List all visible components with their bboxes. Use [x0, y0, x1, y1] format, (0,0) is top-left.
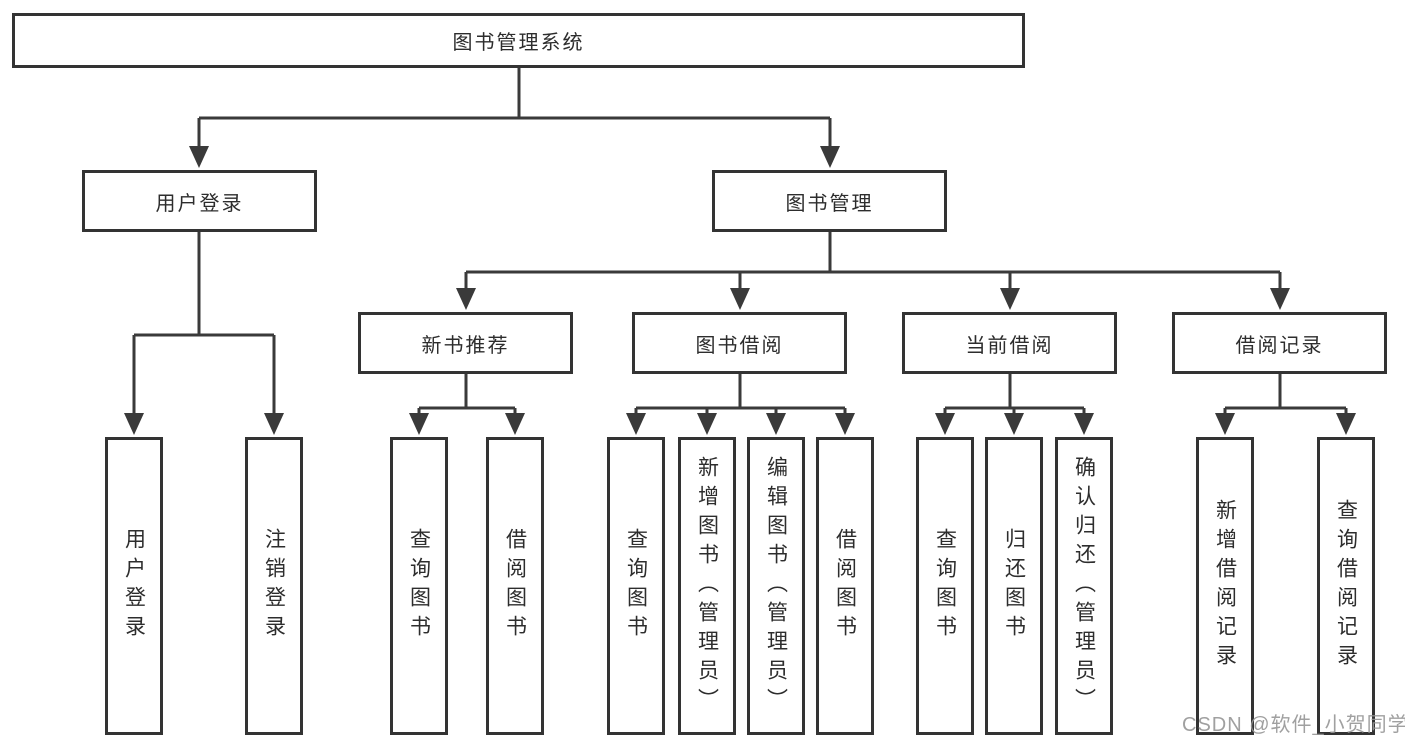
node-book-borrow-label: 图书借阅 — [695, 334, 784, 357]
node-current-borrow: 当前借阅 — [902, 312, 1117, 374]
leaf-nbr-borrow-books: 借阅图书 — [486, 437, 544, 735]
leaf-bb-add-books-label: 新增图书（管理员） — [695, 455, 719, 717]
leaf-cb-confirm-return: 确认归还（管理员） — [1055, 437, 1113, 735]
node-current-borrow-label: 当前借阅 — [965, 334, 1054, 357]
leaf-br-add-record: 新增借阅记录 — [1196, 437, 1254, 735]
csdn-watermark: CSDN @软件_小贺同学 — [1182, 714, 1405, 736]
node-new-book-rec-label: 新书推荐 — [421, 334, 510, 357]
leaf-user-login-label: 用户登录 — [122, 528, 146, 644]
leaf-cb-query-books-label: 查询图书 — [933, 528, 957, 644]
node-book-mgmt: 图书管理 — [712, 170, 947, 232]
leaf-nbr-query-books: 查询图书 — [390, 437, 448, 735]
connector-user-login-to-leaves — [124, 232, 284, 435]
node-user-login-label: 用户登录 — [155, 192, 244, 215]
leaf-logout: 注销登录 — [245, 437, 303, 735]
node-borrow-records: 借阅记录 — [1172, 312, 1387, 374]
connector-borrow-records-to-leaves — [1215, 374, 1356, 435]
leaf-br-query-record-label: 查询借阅记录 — [1334, 499, 1358, 673]
leaf-br-add-record-label: 新增借阅记录 — [1213, 499, 1237, 673]
node-book-mgmt-label: 图书管理 — [785, 192, 874, 215]
leaf-br-query-record: 查询借阅记录 — [1317, 437, 1375, 735]
connector-book-borrow-to-leaves — [626, 374, 855, 435]
node-root-label: 图书管理系统 — [452, 32, 585, 54]
leaf-cb-confirm-return-label: 确认归还（管理员） — [1072, 455, 1096, 717]
node-new-book-rec: 新书推荐 — [358, 312, 573, 374]
leaf-bb-query-books: 查询图书 — [607, 437, 665, 735]
node-borrow-records-label: 借阅记录 — [1235, 334, 1324, 357]
leaf-nbr-borrow-books-label: 借阅图书 — [503, 528, 527, 644]
leaf-logout-label: 注销登录 — [262, 528, 286, 644]
node-user-login: 用户登录 — [82, 170, 317, 232]
leaf-bb-add-books: 新增图书（管理员） — [678, 437, 736, 735]
leaf-bb-borrow-books: 借阅图书 — [816, 437, 874, 735]
connector-current-borrow-to-leaves — [935, 374, 1094, 435]
node-book-borrow: 图书借阅 — [632, 312, 847, 374]
leaf-cb-return-books-label: 归还图书 — [1002, 528, 1026, 644]
connector-new-book-rec-to-leaves — [409, 374, 525, 435]
node-root: 图书管理系统 — [12, 13, 1025, 68]
connector-root-to-level2 — [189, 68, 840, 168]
leaf-bb-edit-books-label: 编辑图书（管理员） — [764, 455, 788, 717]
leaf-cb-query-books: 查询图书 — [916, 437, 974, 735]
leaf-user-login: 用户登录 — [105, 437, 163, 735]
connector-book-mgmt-to-level3 — [456, 232, 1290, 310]
leaf-bb-borrow-books-label: 借阅图书 — [833, 528, 857, 644]
leaf-cb-return-books: 归还图书 — [985, 437, 1043, 735]
leaf-bb-query-books-label: 查询图书 — [624, 528, 648, 644]
leaf-nbr-query-books-label: 查询图书 — [407, 528, 431, 644]
leaf-bb-edit-books: 编辑图书（管理员） — [747, 437, 805, 735]
